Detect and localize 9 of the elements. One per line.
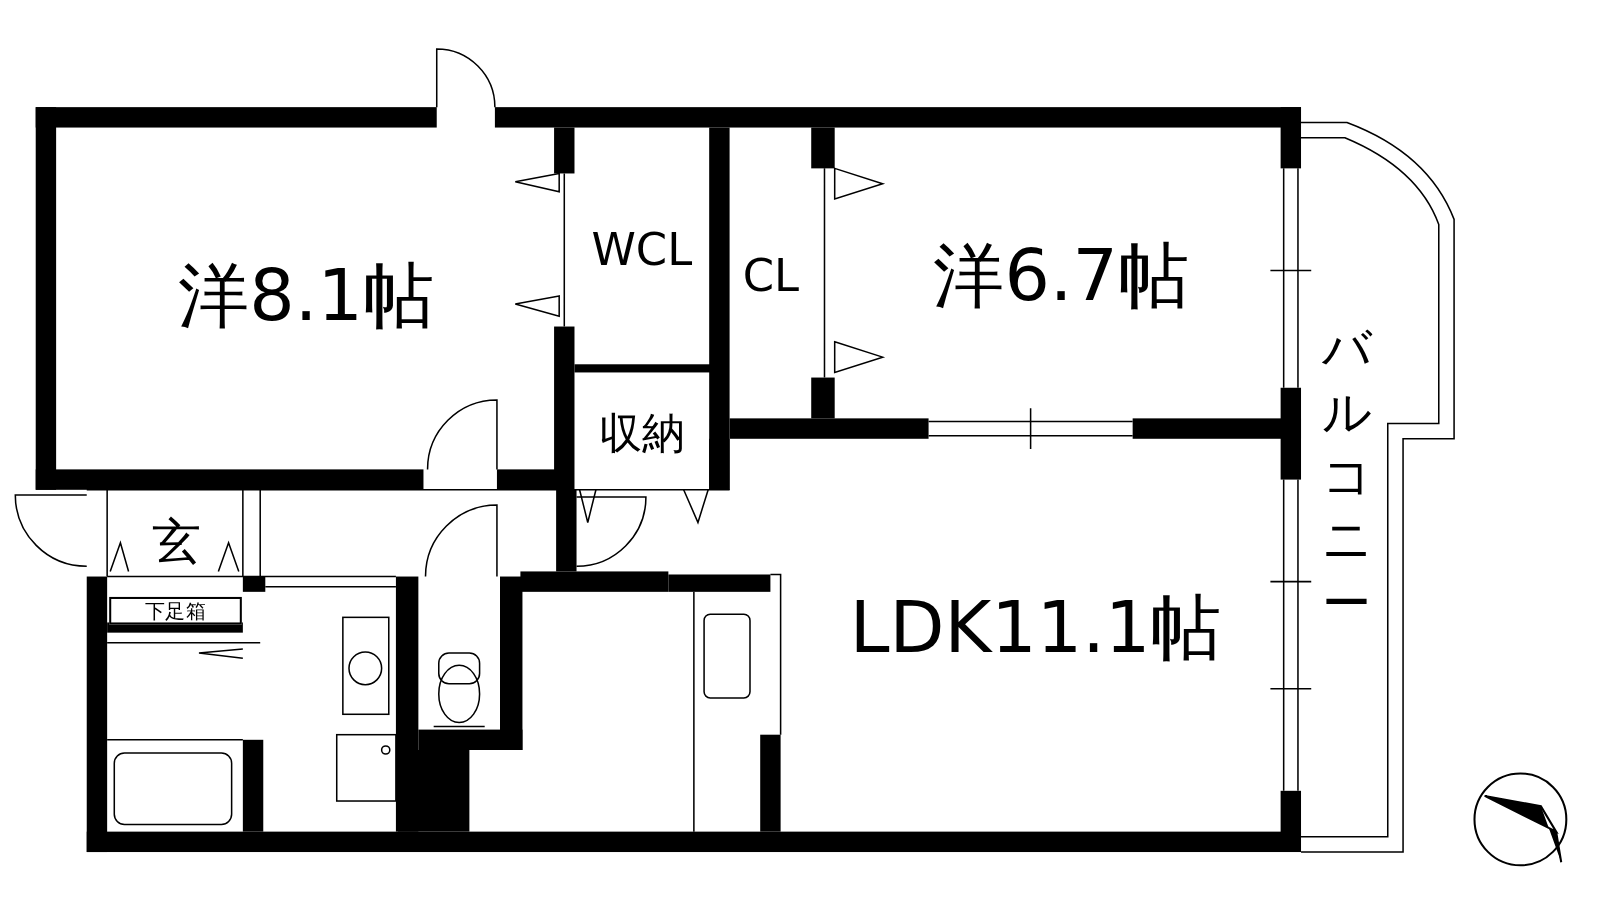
balcony-label: バルコニー bbox=[1320, 316, 1374, 635]
room-label: WCL bbox=[579, 204, 705, 296]
room-label: 収納 bbox=[576, 403, 708, 465]
room-label: LDK11.1帖 bbox=[806, 571, 1266, 684]
room-label: 洋6.7帖 bbox=[867, 214, 1256, 337]
shoe-cabinet-box: 下足箱 bbox=[109, 596, 242, 625]
room-label: CL bbox=[732, 234, 810, 317]
room-label: 洋8.1帖 bbox=[91, 234, 521, 358]
room-label: 玄 bbox=[127, 510, 225, 572]
